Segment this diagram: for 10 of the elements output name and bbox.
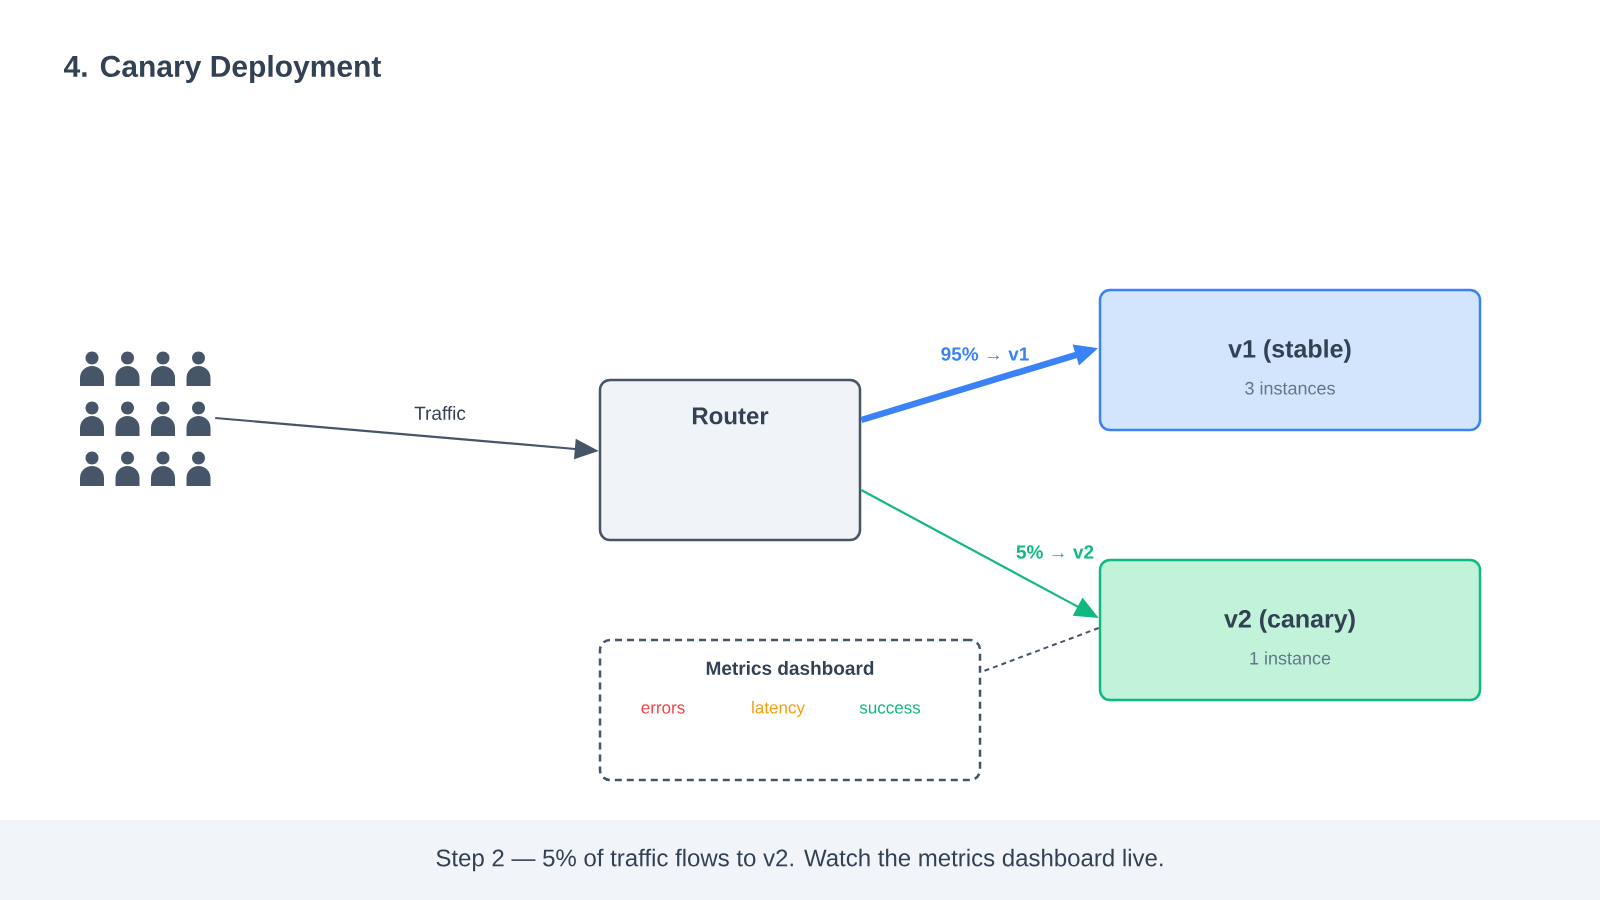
crowd-drawing <box>80 351 211 486</box>
edge-label: 95% → v1 <box>938 345 1032 363</box>
dashboard-box: Metrics dashboard errors latency success <box>598 638 982 782</box>
caption-band: Step 2 — 5% of traffic flows to v2. Watch the metrics dashboard live. <box>0 820 1600 900</box>
edge-label: 5% → v2 <box>1013 543 1097 561</box>
title: 4. Canary Deployment <box>64 55 382 83</box>
router-box: Router <box>598 378 862 542</box>
edge-label: Traffic <box>412 404 468 422</box>
service-box: v1 (stable) 3 instances <box>1098 288 1482 432</box>
service-box: v2 (canary) 1 instance <box>1098 558 1482 702</box>
